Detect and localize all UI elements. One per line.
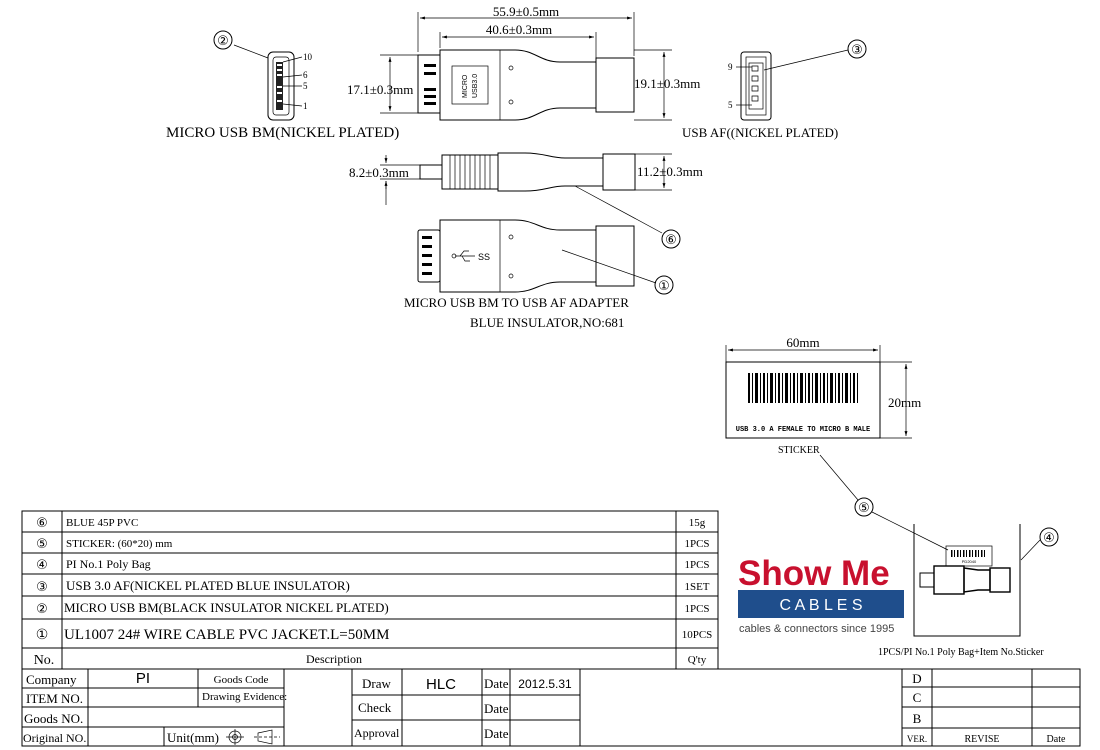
bom-header-qty: Q'ty bbox=[688, 654, 707, 666]
callout-5: ⑤ bbox=[858, 500, 870, 515]
bom-qty: 1PCS bbox=[684, 538, 709, 550]
draw-value: HLC bbox=[426, 676, 456, 693]
bom-table: ⑥ BLUE 45P PVC 15g ⑤ STICKER: (60*20) mm… bbox=[21, 510, 719, 670]
unit-label: Unit(mm) bbox=[167, 730, 219, 745]
revise-label: REVISE bbox=[965, 734, 1000, 745]
company-label: Company bbox=[26, 672, 77, 687]
sticker-text: USB 3.0 A FEMALE TO MICRO B MALE bbox=[736, 426, 870, 434]
pin-label-af-5: 5 bbox=[728, 100, 733, 110]
pin-label-10: 10 bbox=[303, 52, 313, 62]
date-label-2: Date bbox=[484, 701, 509, 716]
bom-no: ⑥ bbox=[36, 515, 48, 530]
draw-label: Draw bbox=[362, 676, 391, 691]
superspeed-logo-icon bbox=[451, 250, 475, 262]
adapter-subtitle: BLUE INSULATOR,NO:681 bbox=[470, 315, 624, 330]
dim-sticker-width: 60mm bbox=[786, 335, 819, 350]
table-row: ③ USB 3.0 AF(NICKEL PLATED BLUE INSULATO… bbox=[36, 578, 710, 594]
dim-side-left: 8.2±0.3mm bbox=[349, 165, 409, 180]
callout-1: ① bbox=[658, 278, 670, 293]
dim-height-right: 19.1±0.3mm bbox=[634, 76, 700, 91]
drawing-evidence-label: Drawing Evidence: bbox=[202, 691, 287, 703]
micro-usb-face-view: 10 6 5 1 ② MICRO USB BM(NICKEL PLATED) bbox=[166, 30, 399, 141]
package-note: 1PCS/PI No.1 Poly Bag+Item No.Sticker bbox=[878, 647, 1044, 658]
check-label: Check bbox=[358, 700, 392, 715]
table-row: ⑤ STICKER: (60*20) mm 1PCS bbox=[36, 536, 709, 551]
date-label-1: Date bbox=[484, 676, 509, 691]
bom-no: ④ bbox=[36, 557, 48, 572]
goods-code-label: Goods Code bbox=[214, 674, 269, 686]
projection-symbol-icon bbox=[226, 729, 280, 745]
bom-qty: 10PCS bbox=[682, 629, 713, 641]
pin-label-6: 6 bbox=[303, 70, 308, 80]
barcode-icon bbox=[748, 373, 858, 403]
bom-qty: 1PCS bbox=[684, 603, 709, 615]
approval-label: Approval bbox=[354, 726, 400, 740]
callout-2: ② bbox=[217, 33, 229, 48]
bom-qty: 1PCS bbox=[684, 559, 709, 571]
ss-text: SS bbox=[478, 252, 490, 262]
logo-tagline: cables & connectors since 1995 bbox=[739, 623, 894, 635]
show-me-cables-logo: Show Me C A B L E S cables & connectors … bbox=[738, 554, 904, 635]
table-row: ② MICRO USB BM(BLACK INSULATOR NICKEL PL… bbox=[36, 600, 709, 616]
date-value: 2012.5.31 bbox=[518, 677, 572, 691]
title-block: Company PI ITEM NO. Goods NO. Original N… bbox=[21, 668, 1081, 747]
dim-height-left: 17.1±0.3mm bbox=[347, 82, 413, 97]
sticker-drawing: 60mm USB 3.0 A FEMALE TO MICRO B MALE 20… bbox=[725, 335, 949, 551]
dim-body: 40.6±0.3mm bbox=[486, 22, 552, 37]
plug-text-usb3: USB3.0 bbox=[472, 74, 479, 98]
bom-desc: MICRO USB BM(BLACK INSULATOR NICKEL PLAT… bbox=[64, 600, 389, 615]
usb-af-face-view: 9 5 ③ USB AF((NICKEL PLATED) bbox=[682, 39, 867, 140]
plug-text-micro: MICRO bbox=[462, 74, 469, 98]
bom-desc: UL1007 24# WIRE CABLE PVC JACKET.L=50MM bbox=[64, 627, 389, 643]
logo-line1: Show Me bbox=[738, 554, 890, 593]
company-value: PI bbox=[136, 670, 150, 687]
original-label: Original NO. bbox=[23, 731, 86, 745]
adapter-top-view: MICRO USB3.0 55.9±0.5mm 40.6±0.3mm 17.1±… bbox=[347, 4, 700, 121]
item-label: ITEM NO. bbox=[26, 691, 83, 706]
bom-header-desc: Description bbox=[306, 652, 362, 666]
pin-label-5: 5 bbox=[303, 81, 308, 91]
bom-no: ② bbox=[36, 601, 48, 616]
usb-af-label: USB AF((NICKEL PLATED) bbox=[682, 125, 838, 140]
bom-no: ⑤ bbox=[36, 536, 48, 551]
micro-usb-label: MICRO USB BM(NICKEL PLATED) bbox=[166, 125, 399, 141]
adapter-side-view: 8.2±0.3mm 11.2±0.3mm ⑥ bbox=[349, 152, 703, 249]
pin-label-9: 9 bbox=[728, 62, 733, 72]
rev-letter-b: B bbox=[913, 711, 922, 726]
rev-letter-c: C bbox=[913, 690, 922, 705]
bom-no: ③ bbox=[36, 579, 48, 594]
bom-qty: 15g bbox=[689, 517, 706, 529]
mini-sticker-text: PD2040 bbox=[962, 559, 977, 564]
bom-desc: USB 3.0 AF(NICKEL PLATED BLUE INSULATOR) bbox=[66, 578, 350, 593]
dim-sticker-height: 20mm bbox=[888, 395, 921, 410]
bom-desc: BLUE 45P PVC bbox=[66, 517, 138, 529]
ver-label: VER. bbox=[907, 734, 927, 744]
callout-6: ⑥ bbox=[665, 232, 677, 247]
date-label-3: Date bbox=[484, 726, 509, 741]
callout-3: ③ bbox=[851, 42, 863, 57]
table-row: ① UL1007 24# WIRE CABLE PVC JACKET.L=50M… bbox=[36, 626, 713, 643]
callout-4: ④ bbox=[1043, 530, 1055, 545]
bom-desc: PI No.1 Poly Bag bbox=[66, 557, 151, 571]
adapter-bottom-view: SS ① MICRO USB BM TO USB AF ADAPTER BLUE… bbox=[404, 219, 674, 330]
rev-date-label: Date bbox=[1047, 734, 1066, 745]
bom-header-no: No. bbox=[34, 653, 55, 668]
rev-letter-d: D bbox=[912, 671, 921, 686]
logo-line2: C A B L E S bbox=[779, 597, 862, 614]
poly-bag-drawing: PD2040 ④ 1PCS/PI No.1 Poly Bag+Item No.S… bbox=[878, 524, 1059, 658]
dim-side-right: 11.2±0.3mm bbox=[637, 164, 703, 179]
goods-label: Goods NO. bbox=[24, 711, 83, 726]
table-row: ④ PI No.1 Poly Bag 1PCS bbox=[36, 557, 709, 572]
table-row: ⑥ BLUE 45P PVC 15g bbox=[36, 515, 706, 530]
bom-desc: STICKER: (60*20) mm bbox=[66, 538, 173, 550]
pin-label-1: 1 bbox=[303, 101, 308, 111]
bom-qty: 1SET bbox=[684, 581, 709, 593]
dim-overall: 55.9±0.5mm bbox=[493, 4, 559, 19]
adapter-title: MICRO USB BM TO USB AF ADAPTER bbox=[404, 295, 629, 310]
bom-no: ① bbox=[36, 626, 49, 642]
sticker-label: STICKER bbox=[778, 445, 820, 456]
